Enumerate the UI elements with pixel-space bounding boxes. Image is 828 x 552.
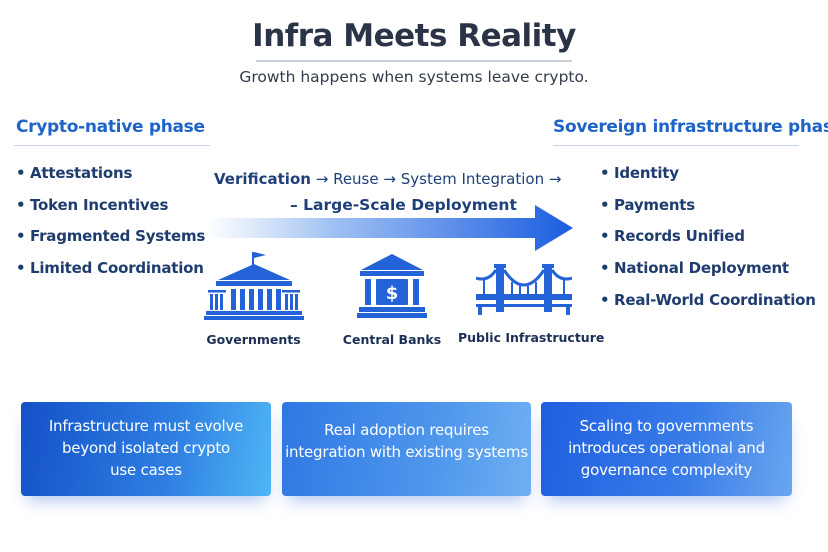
list-item-label: Attestations bbox=[30, 164, 133, 182]
bullet-icon: • bbox=[600, 195, 610, 214]
crypto-native-list: •Attestations •Token Incentives •Fragmen… bbox=[16, 164, 205, 291]
institution-central-banks: $ Central Banks bbox=[338, 250, 446, 347]
list-item-label: National Deployment bbox=[614, 259, 789, 278]
list-item: •National Deployment bbox=[600, 259, 816, 291]
title-divider bbox=[256, 60, 572, 62]
flow-arrow-icon: → bbox=[548, 170, 562, 188]
list-item: •Token Incentives bbox=[16, 196, 205, 228]
list-item-label: Token Incentives bbox=[30, 195, 169, 214]
list-item: •Fragmented Systems bbox=[16, 227, 205, 259]
list-item-label: Limited Coordination bbox=[30, 259, 204, 278]
list-item-label: Identity bbox=[614, 164, 679, 182]
insight-card-adoption: Real adoption requires integration with … bbox=[282, 402, 531, 496]
institution-governments: Governments bbox=[196, 250, 311, 347]
flow-final-step: – Large-Scale Deployment bbox=[290, 196, 517, 214]
progression-arrow-icon bbox=[205, 205, 573, 251]
list-item: •Real-World Coordination bbox=[600, 291, 816, 323]
card-text: Real adoption requires integration with … bbox=[285, 421, 528, 461]
bullet-icon: • bbox=[16, 195, 26, 214]
insight-card-evolve: Infrastructure must evolve beyond isolat… bbox=[21, 402, 271, 496]
bullet-icon: • bbox=[600, 164, 610, 182]
card-text: Infrastructure must evolve beyond isolat… bbox=[48, 417, 244, 479]
flow-step-system-integration: System Integration bbox=[400, 170, 545, 188]
bridge-icon bbox=[475, 264, 573, 315]
insight-card-scaling: Scaling to governments introduces operat… bbox=[541, 402, 792, 496]
bullet-icon: • bbox=[600, 259, 610, 278]
list-item: •Attestations bbox=[16, 164, 205, 196]
list-item: •Limited Coordination bbox=[16, 259, 205, 291]
bullet-icon: • bbox=[16, 164, 26, 182]
institution-public-infrastructure: Public Infrastructure bbox=[458, 264, 605, 345]
svg-text:$: $ bbox=[386, 283, 399, 304]
bullet-icon: • bbox=[600, 290, 610, 309]
right-heading-divider bbox=[553, 145, 799, 146]
flow-arrow-icon: → bbox=[315, 170, 329, 188]
flow-steps-line: Verification → Reuse → System Integratio… bbox=[214, 170, 561, 188]
list-item: •Records Unified bbox=[600, 227, 816, 259]
central-bank-icon: $ bbox=[357, 254, 427, 318]
card-text: Scaling to governments introduces operat… bbox=[568, 417, 765, 479]
left-heading-divider bbox=[14, 145, 210, 146]
page-title: Infra Meets Reality bbox=[252, 18, 576, 54]
institution-label: Public Infrastructure bbox=[458, 330, 605, 345]
flow-step-reuse: Reuse bbox=[333, 170, 379, 188]
flow-dash: – bbox=[290, 196, 298, 214]
page-subtitle: Growth happens when systems leave crypto… bbox=[239, 68, 589, 86]
sovereign-list: •Identity •Payments •Records Unified •Na… bbox=[600, 164, 816, 322]
flow-step-large-scale-deployment: Large-Scale Deployment bbox=[303, 196, 517, 214]
list-item-label: Payments bbox=[614, 195, 696, 214]
bullet-icon: • bbox=[600, 227, 610, 246]
institution-label: Central Banks bbox=[342, 332, 442, 347]
bullet-icon: • bbox=[16, 227, 26, 246]
list-item-label: Real-World Coordination bbox=[614, 290, 816, 309]
list-item: •Payments bbox=[600, 196, 816, 228]
list-item-label: Fragmented Systems bbox=[30, 227, 206, 246]
bullet-icon: • bbox=[16, 259, 26, 278]
flow-arrow-icon: → bbox=[383, 170, 396, 188]
crypto-native-phase-heading: Crypto-native phase bbox=[16, 117, 205, 137]
government-building-icon bbox=[203, 252, 304, 320]
list-item-label: Records Unified bbox=[614, 227, 745, 246]
list-item: •Identity bbox=[600, 164, 816, 196]
sovereign-phase-heading: Sovereign infrastructure phase bbox=[553, 117, 828, 137]
institution-label: Governments bbox=[206, 332, 301, 347]
flow-step-verification: Verification bbox=[214, 170, 311, 188]
